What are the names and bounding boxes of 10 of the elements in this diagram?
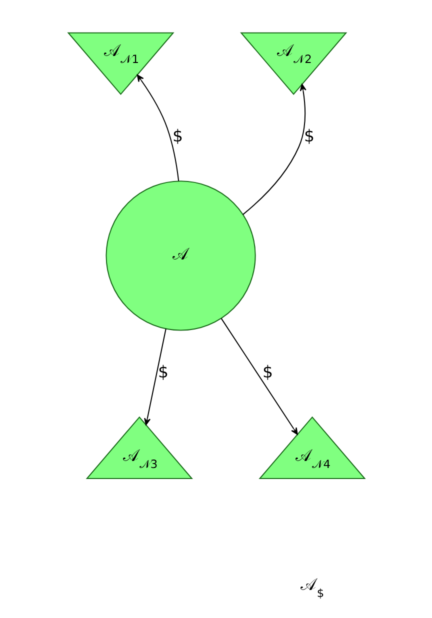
arrow (220, 318, 298, 435)
node-circle: 𝒜 (105, 180, 256, 331)
arrow (144, 328, 166, 426)
edge-label: $ (262, 362, 273, 382)
label: 𝒜$_{$}$ (300, 574, 324, 600)
edge-label: $ (172, 126, 183, 146)
edge-label: $ (303, 126, 314, 146)
arrow (242, 84, 306, 215)
edge-label: $ (158, 362, 168, 382)
arrow (136, 74, 179, 182)
